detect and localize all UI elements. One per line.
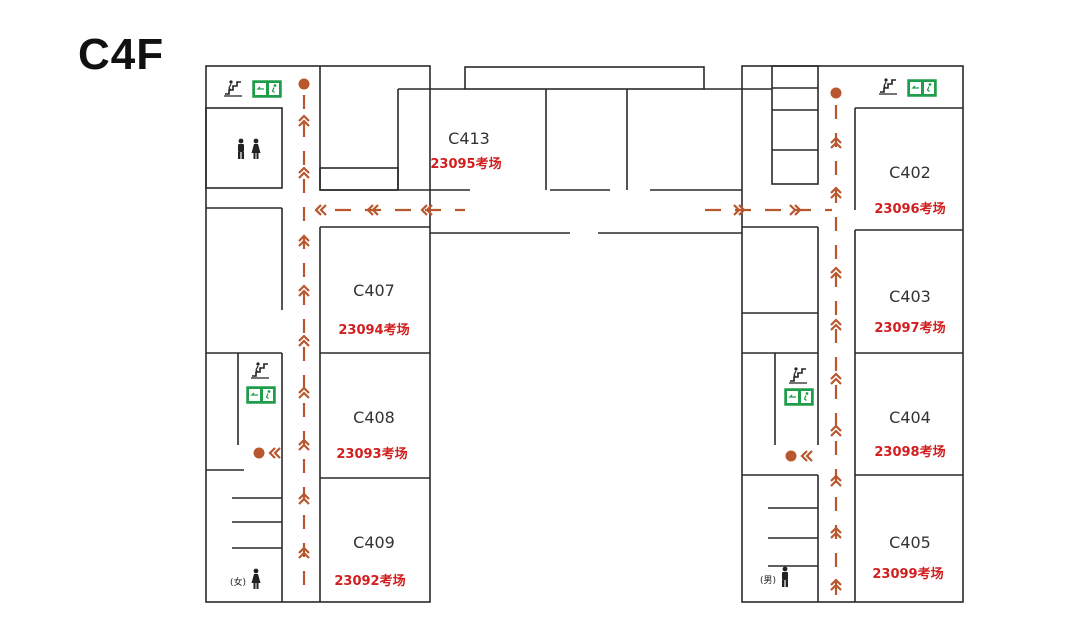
stairs-icon [223,79,243,97]
evacuation-route [253,78,843,595]
room-name: C408 [353,408,395,427]
male-icon [782,566,788,587]
room-name: C407 [353,281,395,300]
emergency-exit-icon [251,79,283,99]
stairs-icon [878,77,898,95]
emergency-exit-icon [906,78,938,98]
room-name: C405 [889,533,931,552]
room-name: C413 [448,129,490,148]
exam-hall-label: 23099考场 [872,566,943,582]
men-restroom-label: (男) [760,575,776,586]
exam-hall-label: 23094考场 [338,322,409,338]
room-c409: C409 23092考场 [334,533,405,589]
room-c413: C413 23095考场 [430,129,501,172]
exam-hall-label: 23097考场 [874,320,945,336]
exam-hall-label: 23093考场 [336,446,407,462]
exit-point-icon [830,87,842,99]
room-name: C403 [889,287,931,306]
emergency-exit-icon [245,385,277,405]
room-name: C402 [889,163,931,182]
stairs-icon [250,361,270,379]
restroom-icon [238,138,261,159]
room-c404: C404 23098考场 [874,408,945,460]
exam-hall-label: 23096考场 [874,201,945,217]
room-c403: C403 23097考场 [874,287,945,336]
stairs-icon [788,366,808,384]
exit-point-icon [298,78,310,90]
exit-point-icon [253,447,265,459]
room-name: C409 [353,533,395,552]
women-restroom-label: (女) [230,576,246,588]
room-c408: C408 23093考场 [336,408,407,462]
room-c402: C402 23096考场 [874,163,945,217]
room-c407: C407 23094考场 [338,281,409,338]
icons [223,77,938,589]
floor-title: C4F [78,30,165,79]
emergency-exit-icon [783,387,815,407]
exam-hall-label: 23095考场 [430,156,501,172]
exit-point-icon [785,450,797,462]
exam-hall-label: 23092考场 [334,573,405,589]
exam-hall-label: 23098考场 [874,444,945,460]
walls [205,65,964,603]
room-name: C404 [889,408,931,427]
female-icon [251,568,261,589]
room-c405: C405 23099考场 [872,533,943,582]
